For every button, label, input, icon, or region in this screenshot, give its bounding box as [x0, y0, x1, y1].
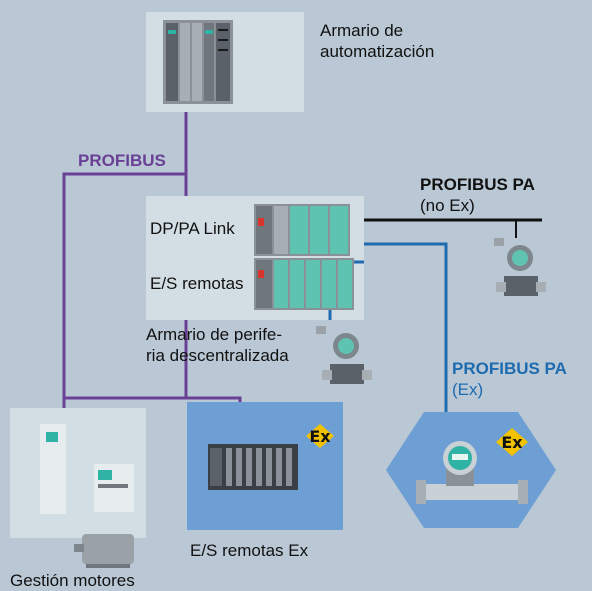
profibus-label: PROFIBUS [78, 151, 166, 170]
remote-io-ex-rack-icon [208, 444, 298, 490]
profibus-lines [62, 112, 242, 408]
svg-text:Ex: Ex [501, 433, 523, 452]
ex-badge-icon: Ex [306, 424, 334, 448]
motor-starter-icon [40, 424, 134, 514]
svg-text:Ex: Ex [309, 427, 331, 446]
remote-io-module [254, 258, 354, 310]
profibus-pa-noex-label: PROFIBUS PA (no Ex) [420, 175, 535, 215]
dp-pa-link-label: DP/PA Link [150, 219, 235, 238]
pa-field-device-icon [494, 238, 546, 296]
plc-rack-icon [163, 20, 233, 104]
profibus-pa-ex-label: PROFIBUS PA (Ex) [452, 359, 567, 399]
remote-io-label: E/S remotas [150, 274, 244, 293]
motor-management-label: Gestión motores [10, 571, 135, 590]
periphery-cabinet-label: Armario de perife- ria descentralizada [146, 325, 289, 365]
pressure-transmitter-icon [316, 326, 372, 384]
motor-icon [74, 534, 134, 568]
flow-meter-icon [416, 441, 528, 504]
ex-badge-icon: Ex [496, 428, 528, 456]
dp-pa-link-module [254, 204, 350, 256]
automation-cabinet-label: Armario de automatización [320, 21, 435, 61]
remote-io-ex-label: E/S remotas Ex [190, 541, 309, 560]
